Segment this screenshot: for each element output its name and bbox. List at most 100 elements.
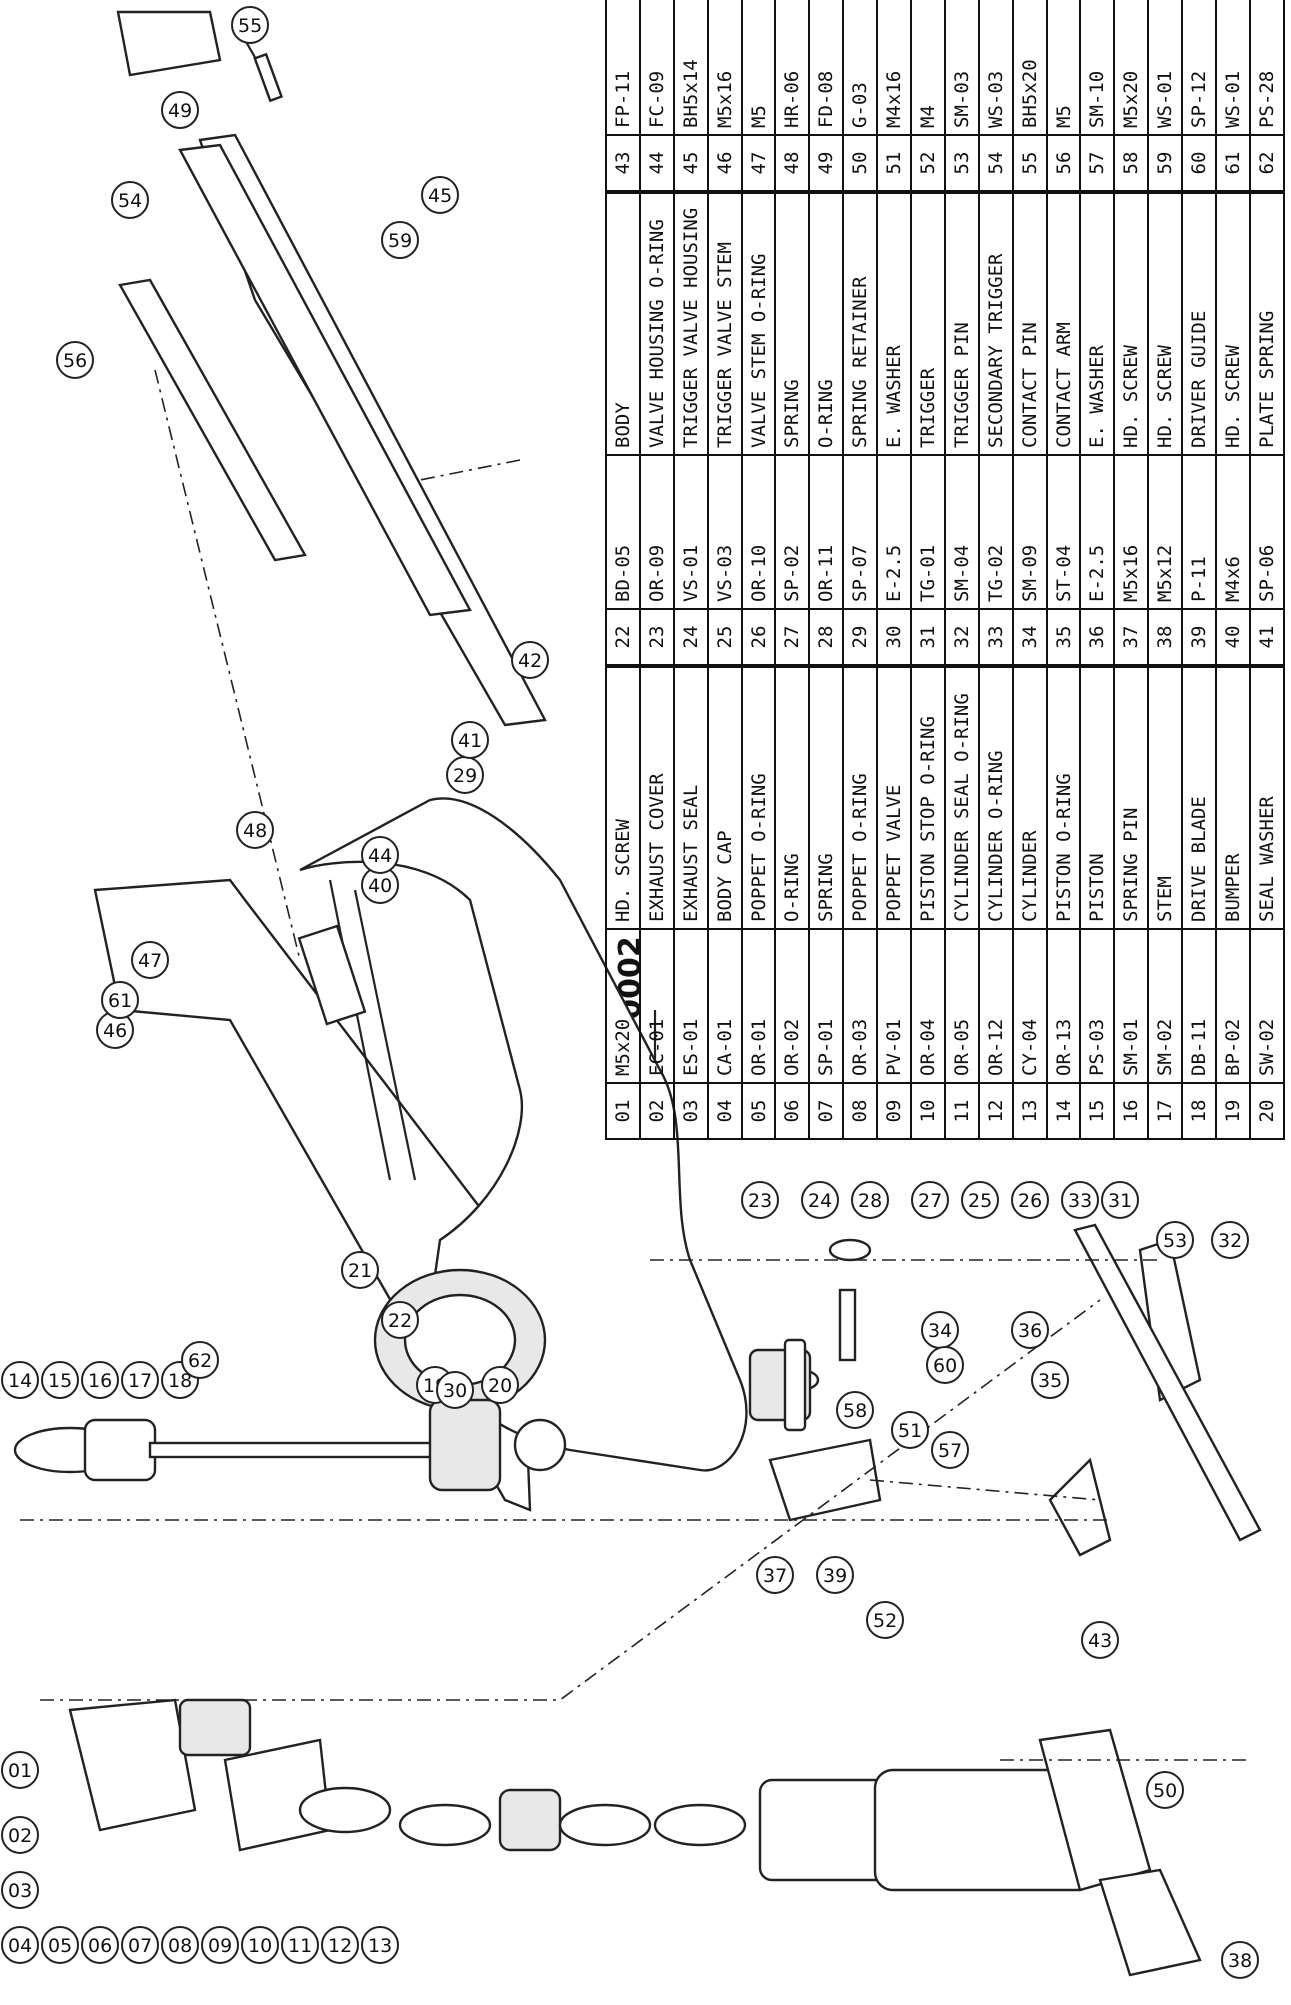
part-code-cell: SM-10 <box>1080 0 1115 135</box>
part-no-cell: 48 <box>775 135 810 192</box>
part-code-cell: BH5x14 <box>673 0 708 135</box>
part-no-cell: 12 <box>978 1083 1013 1139</box>
callout-label: 31 <box>1108 1190 1132 1212</box>
part-name-cell: HD. SCREW <box>1114 192 1149 455</box>
part-code-cell: M4 <box>911 0 945 135</box>
part-name-cell: HD. SCREW <box>1216 192 1250 455</box>
callout-label: 12 <box>328 1935 352 1957</box>
part-name-cell: BUMPER <box>1216 666 1250 929</box>
part-no-cell: 55 <box>1012 135 1047 192</box>
callout-label: 62 <box>188 1350 212 1372</box>
part-name-cell: CONTACT PIN <box>1012 192 1047 455</box>
callout-24: 24 <box>801 1181 839 1219</box>
callout-label: 16 <box>88 1370 112 1392</box>
part-name-cell: POPPET VALVE <box>877 666 912 929</box>
part-name-cell: CYLINDER SEAL O-RING <box>944 666 979 929</box>
part-name-cell: CYLINDER <box>1012 666 1047 929</box>
part-no-cell: 03 <box>673 1083 708 1139</box>
callout-08: 08 <box>161 1926 199 1964</box>
callout-label: 41 <box>458 730 482 752</box>
callout-30: 30 <box>436 1371 474 1409</box>
callout-06: 06 <box>81 1926 119 1964</box>
part-no-cell: 05 <box>741 1083 776 1139</box>
part-name-cell: PISTON STOP O-RING <box>911 666 945 929</box>
part-code-cell: M4x6 <box>1216 455 1250 609</box>
part-name-cell: EXHAUST COVER <box>639 666 674 929</box>
part-no-cell: 54 <box>978 135 1013 192</box>
callout-label: 21 <box>348 1260 372 1282</box>
callout-35: 35 <box>1031 1361 1069 1399</box>
part-no-cell: 28 <box>809 609 844 666</box>
part-name-cell: DRIVE BLADE <box>1182 666 1217 929</box>
part-no-cell: 17 <box>1148 1083 1183 1139</box>
part-code-cell: OR-05 <box>944 929 979 1083</box>
callout-32: 32 <box>1211 1221 1249 1259</box>
part-code-cell: BH5x20 <box>1012 0 1047 135</box>
callout-21: 21 <box>341 1251 379 1289</box>
part-code-cell: TG-01 <box>911 455 945 609</box>
callout-44: 44 <box>361 836 399 874</box>
part-code-cell: SM-01 <box>1114 929 1149 1083</box>
callout-label: 58 <box>843 1400 867 1422</box>
part-code-cell: WS-01 <box>1148 0 1183 135</box>
callout-label: 30 <box>443 1380 467 1402</box>
part-no-cell: 53 <box>944 135 979 192</box>
callout-label: 10 <box>248 1935 272 1957</box>
callout-23: 23 <box>741 1181 779 1219</box>
part-name-cell: PISTON O-RING <box>1046 666 1081 929</box>
callout-37: 37 <box>756 1556 794 1594</box>
callout-16: 16 <box>81 1361 119 1399</box>
callout-label: 43 <box>1088 1630 1112 1652</box>
part-code-cell: SP-12 <box>1182 0 1217 135</box>
callout-label: 40 <box>368 875 392 897</box>
callout-46: 46 <box>96 1011 134 1049</box>
callout-62: 62 <box>181 1341 219 1379</box>
callout-label: 07 <box>128 1935 152 1957</box>
part-name-cell: VALVE HOUSING O-RING <box>639 192 674 455</box>
air-inlet-fitting <box>297 924 367 1026</box>
callout-label: 39 <box>823 1565 847 1587</box>
callout-03: 03 <box>1 1871 39 1909</box>
part-no-cell: 08 <box>843 1083 878 1139</box>
part-code-cell: PV-01 <box>877 929 912 1083</box>
callout-09: 09 <box>201 1926 239 1964</box>
part-no-cell: 59 <box>1148 135 1183 192</box>
part-name-cell: POPPET O-RING <box>843 666 878 929</box>
callout-26: 26 <box>1011 1181 1049 1219</box>
part-no-cell: 57 <box>1080 135 1115 192</box>
part-no-cell: 40 <box>1216 609 1250 666</box>
part-name-cell: O-RING <box>775 666 810 929</box>
callout-label: 25 <box>968 1190 992 1212</box>
callout-02: 02 <box>1 1816 39 1854</box>
part-code-cell: M4x16 <box>877 0 912 135</box>
part-name-cell: E. WASHER <box>877 192 912 455</box>
part-code-cell: OR-01 <box>741 929 776 1083</box>
part-code-cell: TG-02 <box>978 455 1013 609</box>
part-code-cell: OR-02 <box>775 929 810 1083</box>
part-no-cell: 37 <box>1114 609 1149 666</box>
part-name-cell: PLATE SPRING <box>1249 192 1284 455</box>
part-code-cell: SM-09 <box>1012 455 1047 609</box>
callout-04: 04 <box>1 1926 39 1964</box>
part-name-cell: TRIGGER PIN <box>944 192 979 455</box>
callout-36: 36 <box>1011 1311 1049 1349</box>
part-code-cell: M5x12 <box>1148 455 1183 609</box>
part-no-cell: 27 <box>775 609 810 666</box>
callout-label: 28 <box>858 1190 882 1212</box>
callout-label: 52 <box>873 1610 897 1632</box>
callout-57: 57 <box>931 1431 969 1469</box>
callout-label: 35 <box>1038 1370 1062 1392</box>
part-name-cell: SPRING <box>809 666 844 929</box>
callout-10: 10 <box>241 1926 279 1964</box>
part-no-cell: 16 <box>1114 1083 1149 1139</box>
callout-label: 13 <box>368 1935 392 1957</box>
part-code-cell: OR-10 <box>741 455 776 609</box>
part-no-cell: 32 <box>944 609 979 666</box>
